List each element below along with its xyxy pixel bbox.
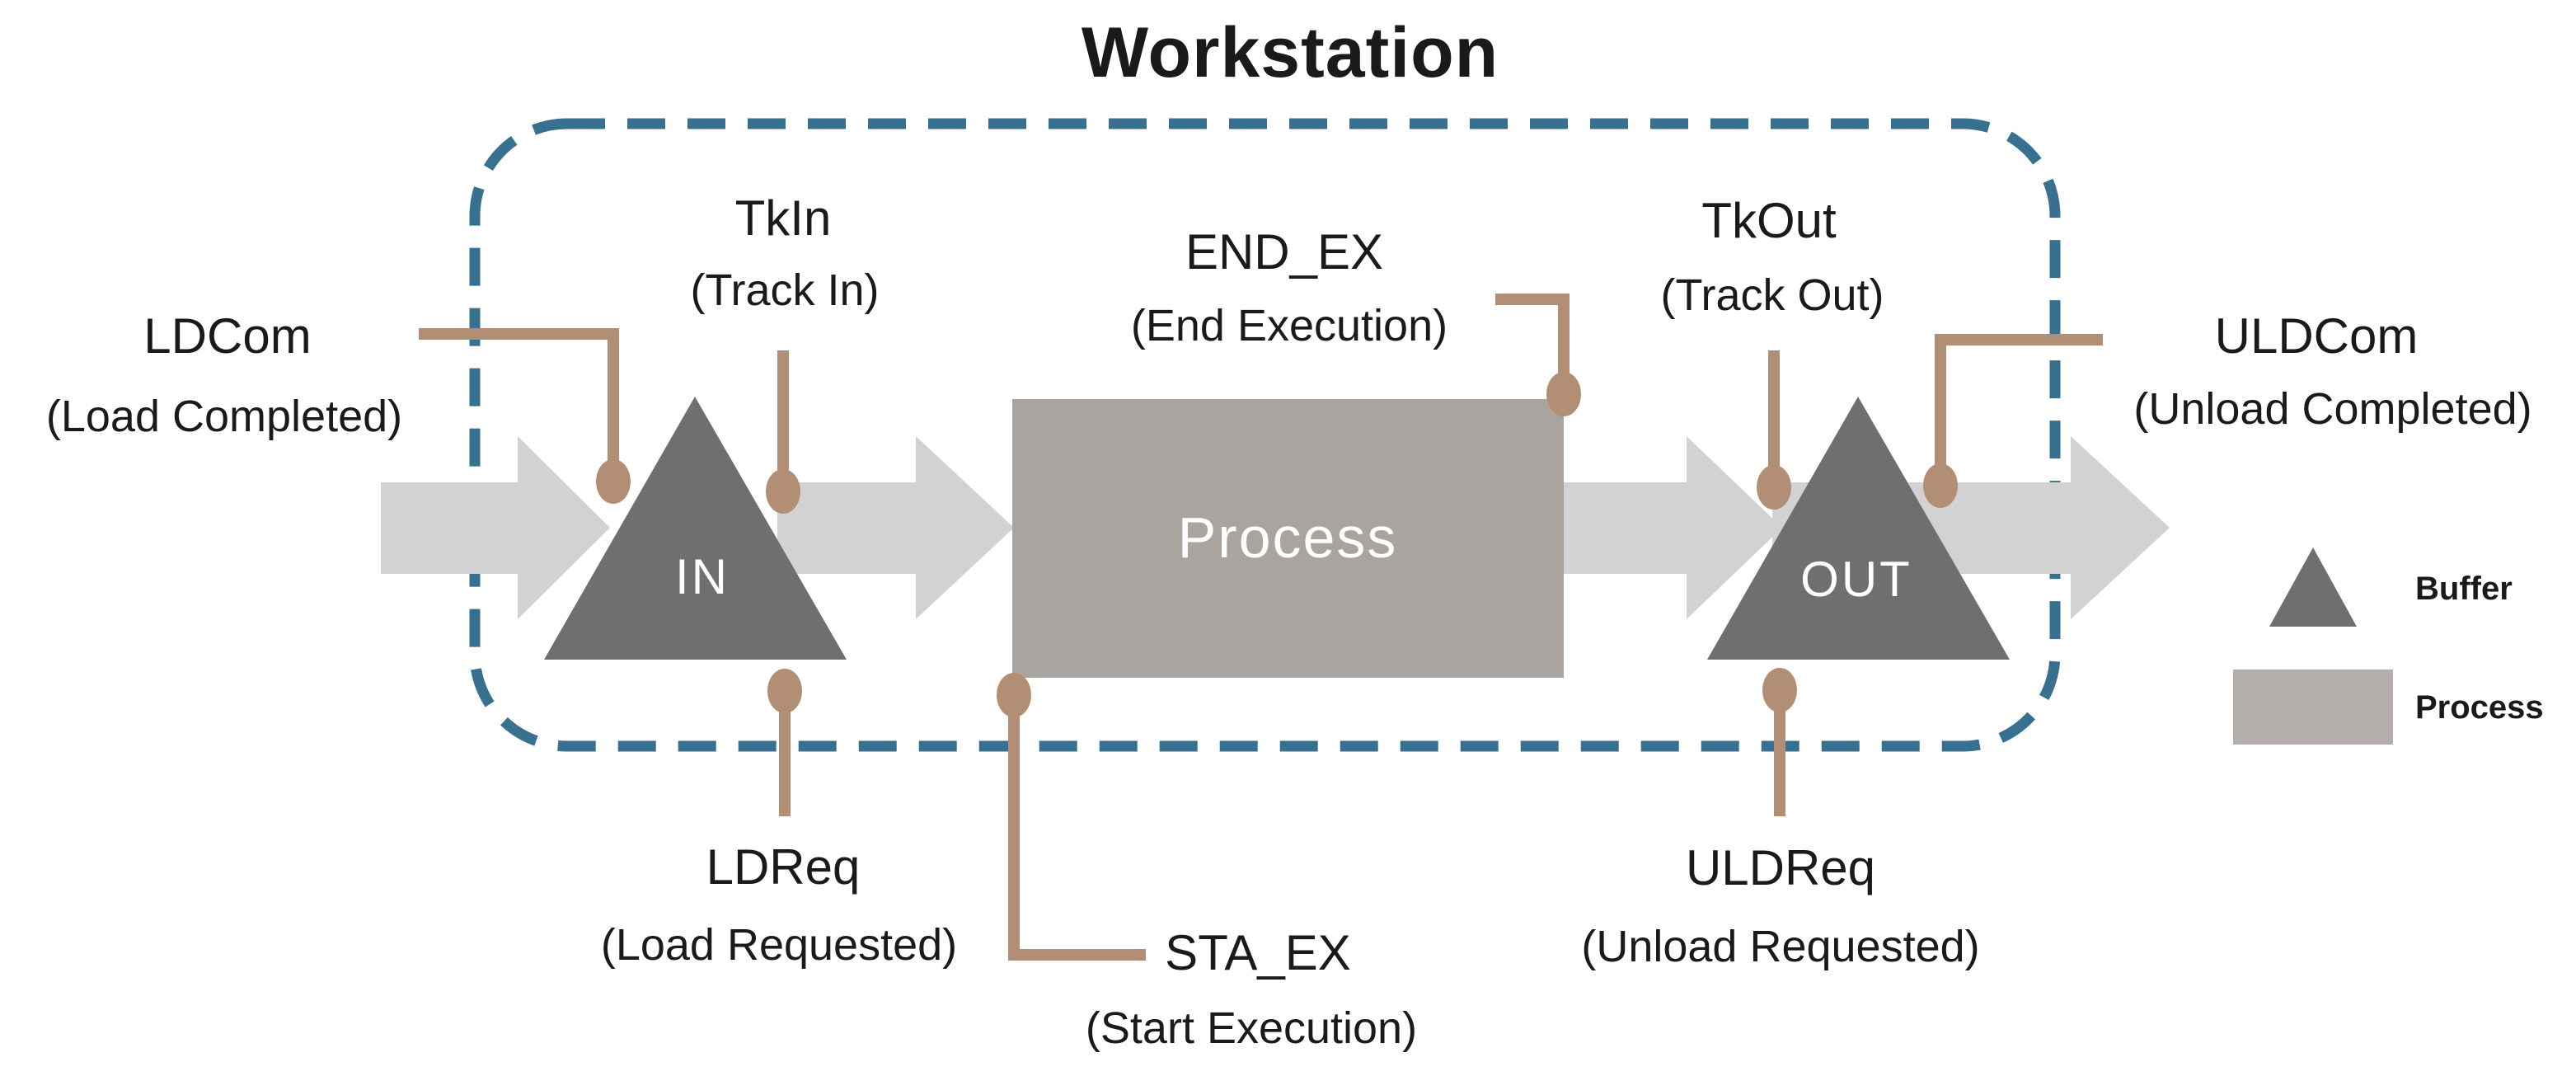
signal-tkin-name: TkIn — [734, 190, 832, 246]
signal-uldcom-description: (Unload Completed) — [2133, 384, 2532, 434]
signal-tkout-description: (Track Out) — [1660, 270, 1884, 320]
process-block-shape — [1012, 399, 1564, 678]
connector-end-ex — [1495, 294, 1581, 416]
connector-tkin-dot-icon — [766, 469, 800, 514]
signal-uldcom-name: ULDCom — [2214, 308, 2419, 364]
legend — [2233, 547, 2393, 745]
signal-ldcom-description: (Load Completed) — [45, 392, 403, 441]
connector-uldreq — [1762, 668, 1797, 816]
signal-connectors — [419, 294, 2103, 961]
connector-ldcom-line — [419, 328, 619, 462]
signal-tkout-name: TkOut — [1701, 193, 1837, 248]
flow-arrow-entry-icon — [381, 436, 610, 619]
legend-process-label: Process — [2415, 689, 2544, 726]
connector-end-ex-dot-icon — [1546, 372, 1581, 416]
connector-ldcom — [419, 328, 631, 504]
connector-sta-ex-line — [1008, 711, 1146, 961]
legend-buffer-label: Buffer — [2415, 571, 2513, 607]
legend-process-rect-icon — [2233, 670, 2393, 745]
legend-buffer-triangle-icon — [2269, 547, 2357, 627]
signal-end-ex-name: END_EX — [1185, 224, 1384, 280]
connector-tkout — [1757, 350, 1791, 510]
signal-ldcom-name: LDCom — [143, 308, 312, 364]
connector-ldreq — [767, 669, 802, 816]
signal-ldreq-name: LDReq — [706, 839, 861, 895]
connector-ldcom-dot-icon — [596, 459, 631, 504]
signal-end-ex-description: (End Execution) — [1130, 301, 1448, 350]
connector-end-ex-line — [1495, 294, 1570, 376]
in-buffer-triangle-shape — [544, 397, 847, 660]
connector-uldcom — [1923, 334, 2103, 508]
connector-tkout-dot-icon — [1757, 465, 1791, 510]
out-buffer-triangle-shape — [1707, 397, 2010, 660]
flow-arrow-process-to-out-icon — [1558, 436, 1782, 619]
in-buffer-label: IN — [675, 549, 730, 604]
flow-arrow-in-to-process-icon — [777, 436, 1014, 619]
signal-uldreq-description: (Unload Requested) — [1581, 922, 1980, 971]
connector-ldreq-dot-icon — [767, 669, 802, 713]
connector-sta-ex-dot-icon — [997, 673, 1031, 717]
signal-sta-ex-name: STA_EX — [1165, 925, 1351, 980]
signal-tkin-description: (Track In) — [690, 265, 880, 315]
out-buffer-label: OUT — [1800, 552, 1912, 607]
diagram-title: Workstation — [1081, 13, 1499, 92]
connector-uldcom-line — [1935, 334, 2103, 465]
connector-sta-ex — [997, 673, 1146, 961]
signal-ldreq-description: (Load Requested) — [600, 920, 958, 970]
workstation-boundary-dashed — [469, 118, 2061, 752]
connector-uldcom-dot-icon — [1923, 463, 1958, 508]
connector-tkin — [766, 350, 800, 514]
process-block-label: Process — [1177, 505, 1398, 570]
signal-uldreq-name: ULDReq — [1685, 840, 1876, 895]
connector-uldreq-dot-icon — [1762, 668, 1797, 712]
signal-sta-ex-description: (Start Execution) — [1085, 1003, 1418, 1053]
